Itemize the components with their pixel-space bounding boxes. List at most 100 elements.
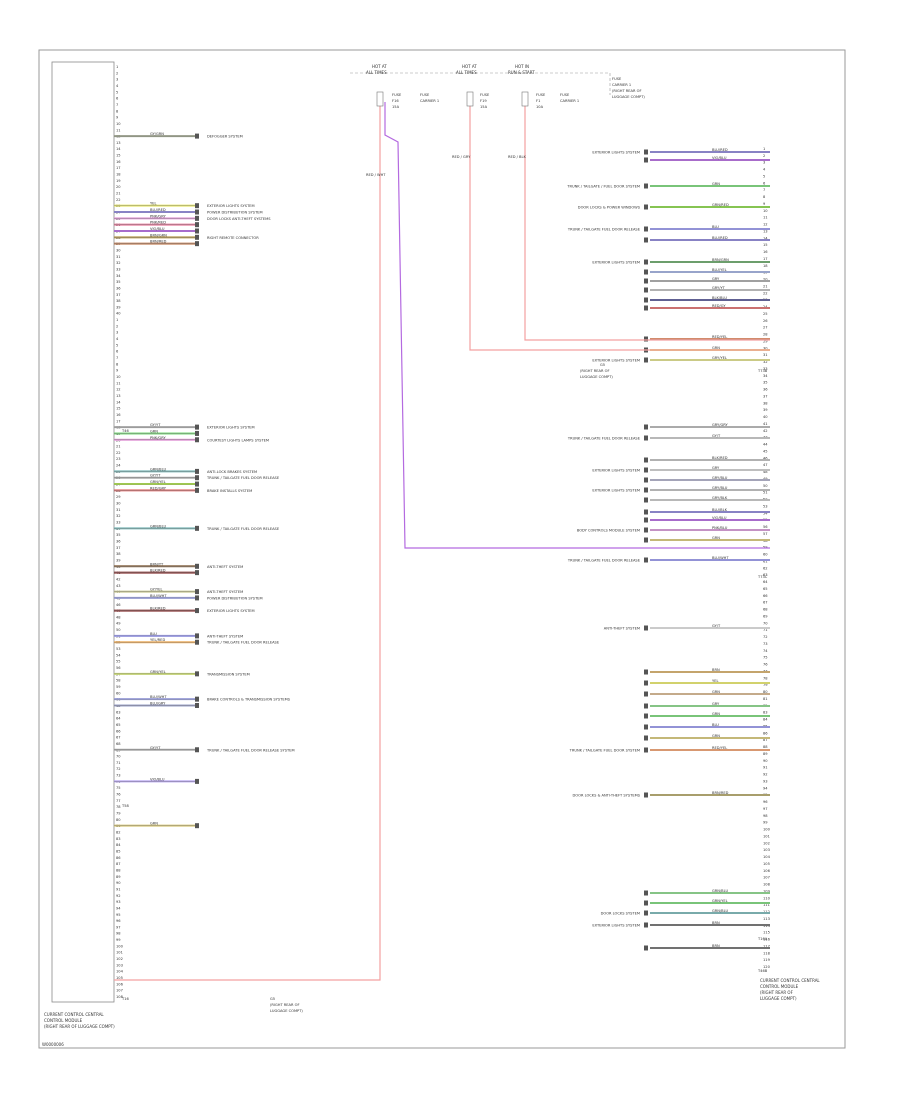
wire-color-code: GRY/YT — [712, 286, 726, 290]
module-name-line: (RIGHT REAR OF — [760, 990, 794, 995]
pin-number: 107 — [763, 876, 770, 880]
wire-color-code: RED/YEL — [712, 335, 727, 339]
pin-number: 20 — [763, 278, 768, 282]
fuse-title-line: RUN & START — [508, 70, 535, 75]
connector-terminal — [644, 537, 648, 543]
pin-number: 9 — [763, 202, 766, 206]
connector-terminal — [195, 424, 199, 430]
fuse-label: FUSE — [536, 93, 546, 97]
pin-number: 36 — [116, 286, 121, 290]
pin-number: 8 — [763, 195, 766, 199]
pin-number: 49 — [763, 477, 768, 481]
pin-number: 5 — [116, 343, 118, 347]
pin-number: 17 — [116, 166, 121, 170]
wire-color-code: VIO/BLU — [712, 516, 727, 520]
connector-terminal — [195, 608, 199, 614]
fuse-carrier: HOT AT ALL TIMES FUSE F16 15A FUSE CARRI… — [366, 64, 645, 109]
pin-number: 89 — [116, 875, 121, 879]
pin-number: 38 — [116, 552, 121, 556]
pin-number: 32 — [116, 261, 121, 265]
pin-number: 118 — [763, 951, 771, 955]
pin-number: 3 — [116, 331, 118, 335]
module-name-line: CONTROL MODULE — [760, 984, 799, 989]
connector-terminal — [644, 517, 648, 523]
wire-destination: RIGHT REMOTE CONNECTOR — [207, 236, 259, 240]
pin-number: 18 — [116, 173, 121, 177]
pin-number: 100 — [116, 944, 124, 948]
wire-color-code: GRY — [712, 466, 720, 470]
wire-color-code: BLU/BLK — [712, 508, 728, 512]
wire-destination: BRAKE INSTALLS SYSTEM — [207, 489, 252, 493]
pin-number: 81 — [763, 697, 768, 701]
connector-terminal — [644, 792, 648, 798]
wire-color-code: GY/T — [712, 624, 721, 628]
right-wire: GRY/YT — [644, 286, 770, 293]
pin-number: 90 — [763, 759, 768, 763]
wire-destination: TRUNK / TAILGATE FUEL DOOR RELEASE — [206, 641, 280, 645]
connector-terminal — [644, 691, 648, 697]
left-wire: BLU/GRY — [114, 701, 199, 708]
fuse-title: HOT IN — [515, 64, 529, 69]
wire-color-code: GRN — [712, 182, 720, 186]
wire-destination: TRUNK / TAILGATE FUEL DOOR RELEASE — [206, 527, 280, 531]
pin-number: 108 — [116, 995, 124, 999]
pin-number: 31 — [763, 353, 768, 357]
pin-number: 30 — [763, 346, 768, 350]
connector-terminal — [195, 133, 199, 139]
wire-color-code: VIO/BLU — [712, 156, 727, 160]
pin-number: 72 — [116, 767, 121, 771]
pin-number: 12 — [116, 388, 121, 392]
connector-terminal — [644, 287, 648, 293]
connector-terminal — [644, 703, 648, 709]
pin-number: 5 — [763, 174, 765, 178]
wire-color-code: GRY/BLU — [712, 476, 728, 480]
right-wire: GRY/BLK — [644, 496, 770, 503]
fuse-title: HOT AT — [372, 64, 387, 69]
connector-label: T58 — [121, 804, 129, 808]
wire-color-code: GRN — [712, 536, 720, 540]
pin-number: 6 — [763, 181, 766, 185]
wire-color-code: GRN/BLU — [150, 467, 166, 471]
wire-color-code: PNK/RED — [150, 221, 166, 225]
wire-color-code: GRY — [712, 277, 720, 281]
pin-number: 86 — [116, 856, 121, 860]
pin-number: 76 — [763, 663, 768, 667]
pin-number: 70 — [763, 621, 768, 625]
connector-terminal — [644, 509, 648, 515]
connector-terminal — [195, 241, 199, 247]
wire-color-code: RED/GY — [712, 304, 726, 308]
right-wire: GRN — [644, 734, 770, 741]
splice-labels: RED / WHT RED / GRY RED / BLK — [366, 155, 526, 177]
connector-terminal — [644, 910, 648, 916]
pin-number: 72 — [763, 635, 768, 639]
pin-number: 39 — [763, 408, 768, 412]
pin-number: 37 — [116, 546, 121, 550]
pin-number: 102 — [763, 841, 770, 845]
pin-number: 92 — [763, 773, 768, 777]
wire-color-code: BRN/GRN — [150, 233, 167, 237]
wire-color-code: GRN/YEL — [150, 480, 166, 484]
wire-color-code: BLU/WHT — [150, 594, 167, 598]
pin-number: 36 — [763, 388, 768, 392]
pin-number: 50 — [116, 628, 121, 632]
fuse-spec: FUSE — [560, 93, 570, 97]
wire-color-code: BLK/RED — [150, 607, 166, 611]
pin-number: 60 — [116, 691, 121, 695]
ground-label: G5 — [270, 997, 275, 1001]
pin-number: 31 — [116, 508, 121, 512]
module-name-line: CURRENT CONTROL CENTRAL — [44, 1012, 104, 1017]
pin-number: 18 — [763, 264, 768, 268]
wire-color-code: GRN — [712, 712, 720, 716]
wire-destination: DEFOGGER SYSTEM — [207, 135, 243, 139]
fuse-rating: 15A — [392, 105, 400, 109]
connector-terminal — [644, 625, 648, 631]
pin-number: 104 — [763, 855, 771, 859]
wire-destination: TRUNK / TAILGATE FUEL DOOR RELEASE SYSTE… — [206, 748, 295, 752]
pin-number: 101 — [763, 834, 770, 838]
connector-terminal — [195, 468, 199, 474]
pin-number: 58 — [116, 679, 121, 683]
